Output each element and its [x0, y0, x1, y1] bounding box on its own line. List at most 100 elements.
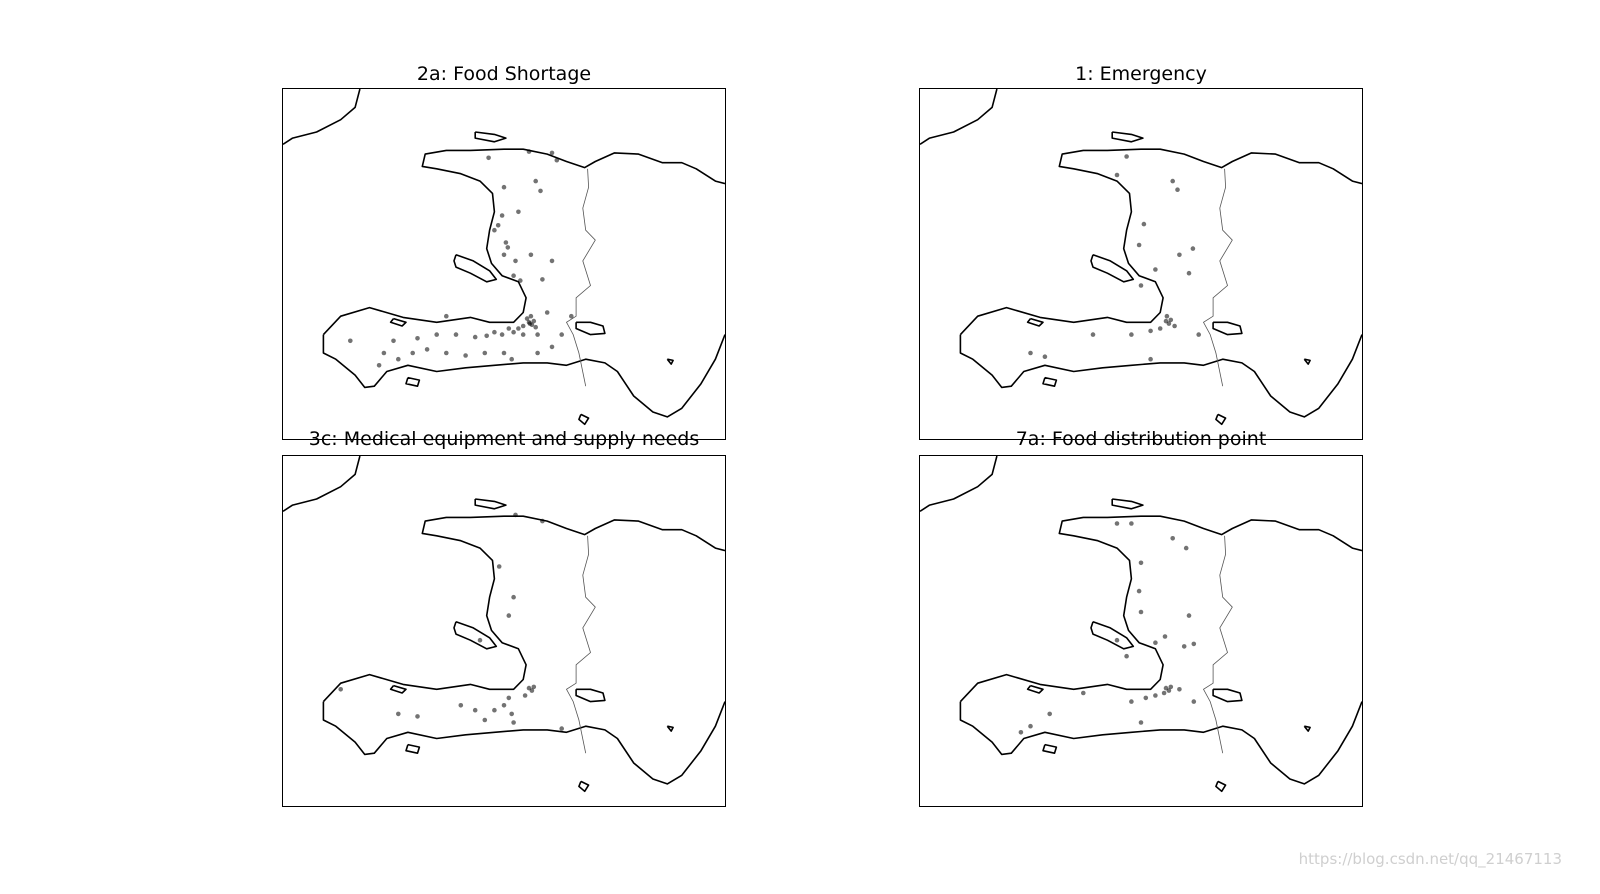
report-point: [415, 336, 420, 341]
map-panel-medical: 3c: Medical equipment and supply needs: [282, 428, 726, 807]
report-point: [531, 318, 537, 324]
map-panel-food-distribution: 7a: Food distribution point: [919, 428, 1363, 807]
coastline: [959, 701, 1362, 785]
report-point: [1153, 267, 1158, 272]
report-point: [535, 350, 540, 356]
report-point: [520, 323, 526, 329]
report-point: [472, 707, 478, 713]
coastline: [920, 456, 998, 512]
haiti-map: [920, 456, 1362, 793]
report-point: [472, 334, 478, 340]
report-point: [1177, 252, 1182, 258]
report-point: [477, 637, 483, 643]
report-point: [511, 273, 516, 278]
report-point: [1136, 242, 1142, 248]
report-point: [499, 332, 505, 337]
report-point: [484, 333, 489, 339]
report-point: [1136, 588, 1142, 594]
report-point: [533, 324, 538, 330]
report-point: [516, 326, 521, 331]
report-point: [544, 310, 550, 315]
report-point: [522, 693, 528, 698]
report-point: [492, 707, 497, 713]
report-point: [520, 332, 526, 337]
coastline: [920, 89, 998, 145]
report-point: [554, 157, 560, 163]
report-point: [506, 695, 512, 701]
report-point: [1138, 609, 1144, 615]
coastline: [1303, 358, 1311, 365]
coastline: [575, 321, 606, 336]
report-point: [511, 594, 516, 600]
report-point: [453, 332, 459, 337]
report-point: [396, 711, 401, 717]
coastline: [1215, 780, 1227, 793]
coastline: [283, 89, 361, 145]
coastline: [959, 515, 1362, 703]
report-point: [506, 613, 512, 618]
report-point: [495, 223, 501, 228]
report-point: [1170, 536, 1175, 541]
report-point: [559, 726, 564, 731]
report-point: [415, 714, 420, 719]
report-point: [1114, 637, 1120, 643]
report-point: [1191, 641, 1197, 647]
report-point: [524, 316, 530, 321]
panel-title: 2a: Food Shortage: [416, 63, 592, 85]
report-point: [518, 278, 523, 283]
report-point: [1168, 684, 1174, 690]
report-point: [1143, 695, 1149, 701]
coastline: [575, 688, 606, 703]
report-point: [492, 329, 497, 335]
report-point: [381, 350, 387, 356]
map-panel-food-shortage: 2a: Food Shortage: [282, 63, 726, 440]
coastline: [1111, 131, 1144, 143]
map-frame: [919, 455, 1363, 807]
report-point: [501, 184, 507, 190]
report-point: [533, 178, 538, 184]
report-point: [1148, 328, 1153, 334]
report-point: [549, 258, 555, 264]
coastline: [1026, 317, 1044, 327]
coastline: [1212, 688, 1243, 703]
coastline: [453, 254, 498, 283]
coastline: [474, 498, 507, 510]
report-point: [1090, 332, 1096, 337]
report-point: [1177, 687, 1182, 692]
report-point: [1153, 640, 1158, 645]
report-point: [1042, 354, 1048, 360]
panel-title: 7a: Food distribution point: [1015, 428, 1267, 450]
report-point: [503, 240, 509, 245]
report-point: [338, 687, 343, 692]
report-point: [1183, 545, 1189, 551]
coastline: [1042, 376, 1058, 387]
report-point: [1162, 634, 1168, 639]
report-point: [1081, 690, 1086, 696]
report-point: [424, 347, 430, 352]
coastline: [666, 725, 674, 732]
report-point: [1028, 723, 1033, 729]
coastline: [474, 131, 507, 143]
coastline: [1042, 743, 1058, 754]
report-point: [376, 363, 382, 368]
report-point: [509, 711, 514, 717]
report-point: [526, 149, 532, 154]
report-point: [499, 213, 505, 218]
report-point: [501, 350, 507, 356]
report-point: [1114, 172, 1120, 178]
report-point: [535, 332, 540, 337]
report-point: [1129, 521, 1134, 526]
report-point: [486, 155, 491, 161]
report-point: [1141, 221, 1147, 227]
coastline: [322, 148, 725, 336]
watermark-text: https://blog.csdn.net/qq_21467113: [1298, 850, 1562, 868]
coastline: [1212, 321, 1243, 336]
report-point: [1164, 313, 1170, 319]
report-point: [528, 252, 534, 258]
country-border: [565, 535, 596, 754]
report-point: [531, 684, 537, 690]
report-point: [501, 252, 507, 258]
report-point: [538, 188, 543, 194]
coastline: [666, 358, 674, 365]
haiti-map: [283, 89, 725, 426]
